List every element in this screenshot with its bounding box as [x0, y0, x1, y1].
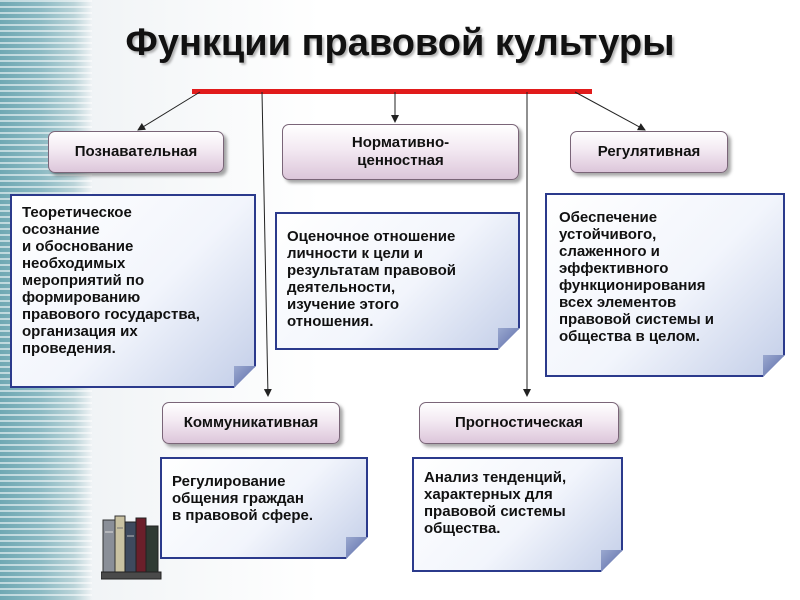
function-description-communicative: Регулирование общения граждан в правовой…	[160, 457, 368, 559]
arrow-to-communicative	[261, 91, 272, 397]
books-stack-icon	[101, 515, 162, 580]
function-description-normative: Оценочное отношение личности к цели и ре…	[275, 212, 520, 350]
function-header-cognitive: Познавательная	[48, 131, 224, 173]
top-connector-bar	[192, 89, 592, 94]
function-header-regulatory: Регулятивная	[570, 131, 728, 173]
function-description-cognitive: Теоретическое осознание и обоснование не…	[10, 194, 256, 388]
function-header-communicative: Коммуникативная	[162, 402, 340, 444]
arrow-to-regulatory	[574, 91, 646, 131]
function-header-prognostic: Прогностическая	[419, 402, 619, 444]
function-header-normative-label: Нормативно- ценностная	[351, 134, 450, 169]
function-description-regulatory: Обеспечение устойчивого, слаженного и эф…	[545, 193, 785, 377]
function-description-prognostic: Анализ тенденций, характерных для правов…	[412, 457, 623, 572]
function-header-normative: Нормативно- ценностная	[282, 124, 519, 180]
page-title: Функции правовой культуры	[125, 22, 675, 64]
arrow-to-cognitive	[137, 91, 201, 131]
